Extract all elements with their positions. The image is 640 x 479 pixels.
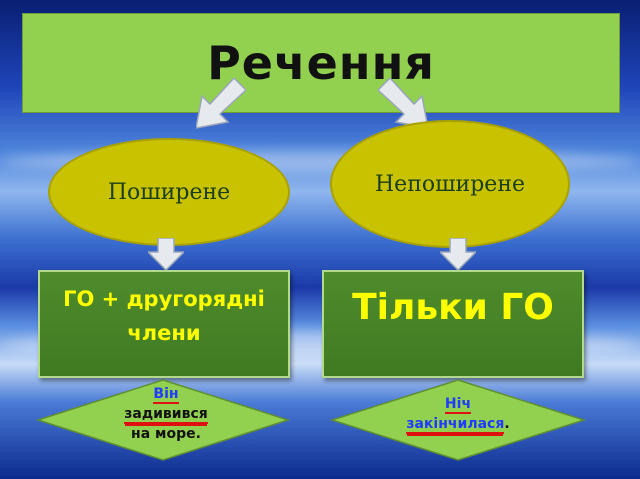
example-extended: Він задивився на море. (96, 384, 236, 444)
ellipse-label-extended: Поширене (107, 179, 231, 205)
box-extended: ГО + другорядні члени (38, 270, 290, 378)
example-rest: . (504, 416, 510, 432)
arrow-down-left-icon (196, 78, 246, 129)
example-subject: Ніч (444, 396, 472, 414)
title-box: Речення (22, 13, 620, 113)
diamond-extended (36, 379, 290, 461)
example-simple: Ніч закінчилася. (388, 394, 528, 434)
box-simple: Тільки ГО (322, 270, 584, 378)
arrow-down-icon (148, 238, 184, 270)
example-predicate: закінчилася (406, 416, 505, 434)
ellipse-simple: Непоширене (330, 120, 570, 248)
ellipse-extended: Поширене (48, 138, 290, 246)
example-predicate: задивився (124, 406, 208, 424)
example-rest: на море. (131, 426, 201, 442)
box-text-extended: ГО + другорядні члени (63, 287, 265, 345)
ellipse-label-simple: Непоширене (374, 171, 525, 197)
example-subject: Він (153, 386, 179, 404)
box-text-simple: Тільки ГО (352, 287, 554, 328)
arrow-down-icon (440, 238, 476, 270)
diamond-simple (330, 379, 586, 461)
diagram-title: Речення (207, 36, 435, 90)
